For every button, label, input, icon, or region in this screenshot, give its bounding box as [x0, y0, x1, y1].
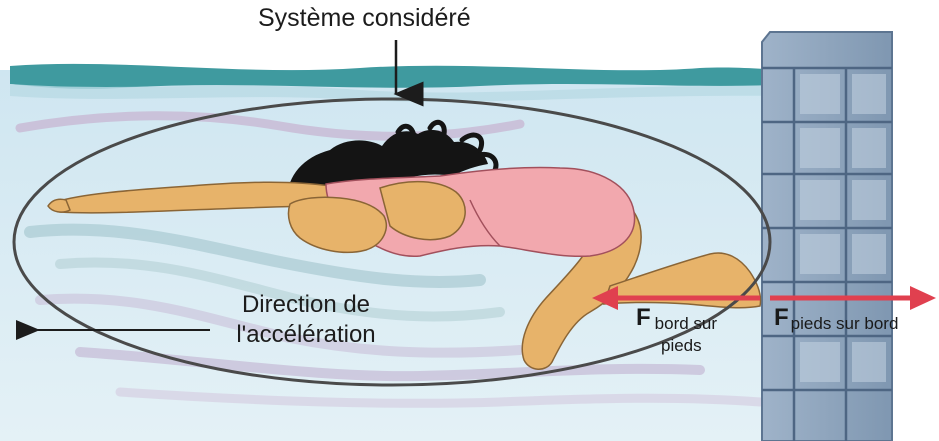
water-surface — [10, 64, 790, 89]
acceleration-label: Direction de l'accélération — [216, 290, 396, 350]
acceleration-label-line1: Direction de — [216, 290, 396, 320]
force-feet-on-wall-symbol: F — [774, 304, 789, 331]
force-wall-on-feet-subscript: bord sur — [655, 314, 717, 333]
acceleration-label-line2: l'accélération — [216, 320, 396, 350]
force-feet-on-wall-subscript: pieds sur bord — [791, 314, 899, 333]
system-label: Système considéré — [258, 4, 471, 33]
force-wall-on-feet-subscript-line2: pieds — [661, 336, 702, 356]
force-wall-on-feet-symbol: F — [636, 304, 651, 331]
force-feet-on-wall-label: Fpieds sur bord — [774, 304, 898, 332]
force-wall-on-feet-label: Fbord sur — [636, 304, 717, 332]
pool-wall — [762, 32, 892, 441]
